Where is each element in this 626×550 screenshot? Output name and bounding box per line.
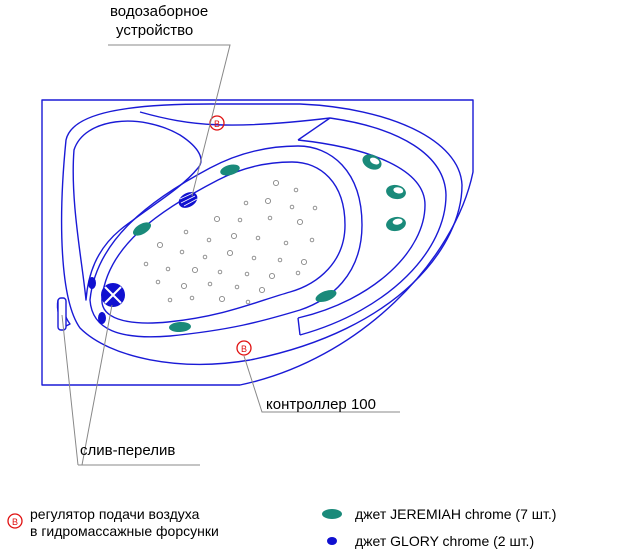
jeremiah-jet xyxy=(220,164,240,176)
air-nozzle xyxy=(255,235,261,241)
air-nozzle xyxy=(296,218,304,226)
air-nozzle xyxy=(300,258,308,266)
water-intake-grille xyxy=(178,192,198,208)
air-nozzle xyxy=(283,240,289,246)
air-nozzle xyxy=(237,217,243,223)
drain-leader xyxy=(61,304,200,466)
air-nozzle xyxy=(213,215,221,223)
air-nozzle xyxy=(267,215,273,221)
air-nozzle xyxy=(165,266,171,272)
legend-regulator-line2: в гидромассажные форсунки xyxy=(30,523,219,539)
right-channel-divider xyxy=(297,117,331,336)
air-nozzle xyxy=(218,295,226,303)
glory-jet xyxy=(98,312,106,324)
air-nozzle xyxy=(226,249,234,257)
jeremiah-jet xyxy=(169,321,191,333)
jeremiah-jet xyxy=(362,154,382,170)
jeremiah-jet xyxy=(386,216,406,232)
air-nozzle xyxy=(183,229,189,235)
legend-regulator-line1: регулятор подачи воздуха xyxy=(30,506,200,522)
air-nozzle xyxy=(277,257,283,263)
air-nozzle xyxy=(191,266,199,274)
basin-inner xyxy=(101,161,346,324)
air-nozzle xyxy=(258,286,266,294)
right-channel-inner xyxy=(297,139,426,319)
controller-leader xyxy=(243,355,400,413)
air-nozzle xyxy=(244,271,250,277)
jeremiah-jet xyxy=(386,184,406,200)
legend-glory-icon xyxy=(327,537,337,545)
air-nozzle xyxy=(202,254,208,260)
svg-text:В: В xyxy=(241,344,247,354)
legend-jeremiah-label: джет JEREMIAH chrome (7 шт.) xyxy=(355,506,557,522)
water-intake-leader xyxy=(108,44,231,197)
air-nozzle xyxy=(312,205,318,211)
jeremiah-jet xyxy=(315,289,337,303)
air-nozzle xyxy=(268,272,276,280)
jeremiah-jets xyxy=(132,154,406,333)
air-nozzle xyxy=(309,237,315,243)
air-nozzle xyxy=(206,237,212,243)
svg-text:В: В xyxy=(12,517,18,527)
air-nozzles xyxy=(143,179,318,305)
bathtub-outer-frame xyxy=(41,99,474,386)
svg-text:В: В xyxy=(214,119,220,129)
air-nozzle xyxy=(293,187,299,193)
air-nozzle xyxy=(289,204,295,210)
legend-jeremiah-icon xyxy=(322,509,342,519)
basin-outer xyxy=(89,145,363,338)
overflow-body xyxy=(57,297,67,331)
glory-jet xyxy=(88,277,96,289)
right-channel-outer xyxy=(299,117,447,336)
air-nozzle xyxy=(156,241,164,249)
air-nozzle xyxy=(155,279,161,285)
controller-marker: В xyxy=(236,340,252,356)
air-nozzle xyxy=(207,281,213,287)
air-nozzle xyxy=(234,284,240,290)
controller-label: контроллер 100 xyxy=(266,396,376,413)
drain-label: слив-перелив xyxy=(80,442,176,459)
air-nozzle xyxy=(251,255,257,261)
air-nozzle xyxy=(189,295,195,301)
legend-glory-label: джет GLORY chrome (2 шт.) xyxy=(355,533,535,549)
left-seat-outline xyxy=(72,120,202,301)
air-nozzle xyxy=(272,179,280,187)
air-nozzle xyxy=(295,270,301,276)
legend-regulator-icon: В xyxy=(7,513,23,529)
air-nozzle xyxy=(245,299,251,305)
air-nozzle xyxy=(179,249,185,255)
air-nozzle xyxy=(180,282,188,290)
drain-icon xyxy=(101,283,125,307)
air-nozzle xyxy=(243,200,249,206)
air-nozzle xyxy=(167,297,173,303)
air-nozzle xyxy=(143,261,149,267)
air-nozzle xyxy=(264,197,272,205)
water-intake-label-line1: водозаборное xyxy=(110,3,209,20)
jeremiah-jet xyxy=(132,222,152,236)
water-intake-label-line2: устройство xyxy=(116,22,194,39)
air-nozzle xyxy=(217,269,223,275)
glory-jets xyxy=(88,277,106,324)
air-nozzle xyxy=(230,232,238,240)
top-rim-contour xyxy=(139,111,331,126)
bathtub-rim xyxy=(60,103,463,365)
